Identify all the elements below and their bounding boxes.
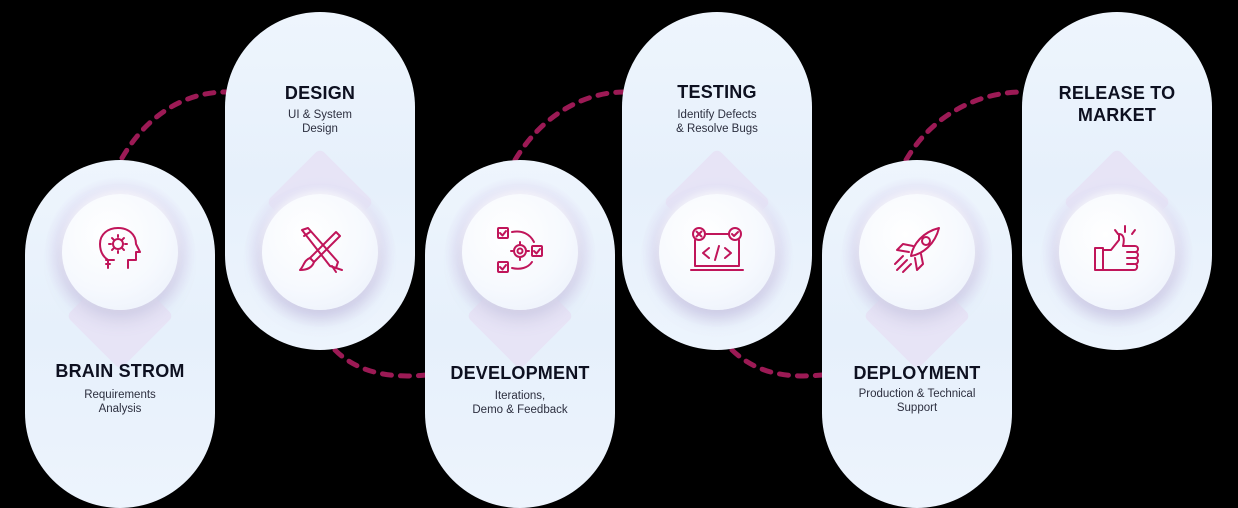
step-release: RELEASE TO MARKET: [1022, 12, 1212, 350]
step-testing: TESTING Identify Defects & Resolve Bugs: [622, 12, 812, 350]
code-window-icon: [687, 222, 747, 283]
icon-disc: [62, 194, 178, 310]
connector-5-6: [903, 89, 1025, 163]
step-subtitle: Iterations, Demo & Feedback: [472, 390, 568, 416]
icon-disc: [659, 194, 775, 310]
icon-disc: [262, 194, 378, 310]
connector-2-3: [332, 347, 429, 379]
pencil-brush-icon: [292, 222, 348, 283]
connector-4-5: [729, 347, 825, 379]
icon-disc: [1059, 194, 1175, 310]
brain-gear-icon: [92, 222, 148, 283]
thumbs-up-icon: [1089, 222, 1145, 283]
step-subtitle: Requirements Analysis: [84, 389, 156, 415]
connector-3-4: [512, 89, 627, 163]
connector-1-2: [119, 89, 229, 161]
icon-disc: [462, 194, 578, 310]
step-subtitle: Production & Technical Support: [858, 388, 976, 414]
step-title: TESTING: [677, 82, 757, 102]
rocket-icon: [889, 222, 945, 283]
step-deployment: DEPLOYMENT Production & Technical Suppor…: [822, 160, 1012, 508]
step-title: BRAIN STROM: [55, 361, 185, 381]
icon-disc: [859, 194, 975, 310]
step-design: DESIGN UI & System Design: [225, 12, 415, 350]
step-subtitle: UI & System Design: [288, 109, 352, 135]
step-subtitle: Identify Defects & Resolve Bugs: [676, 109, 758, 135]
step-title: RELEASE TO MARKET: [1058, 83, 1176, 125]
step-brainstorm: BRAIN STROM Requirements Analysis: [25, 160, 215, 508]
step-title: DESIGN: [284, 83, 356, 103]
step-title: DEPLOYMENT: [853, 363, 981, 383]
step-development: DEVELOPMENT Iterations, Demo & Feedback: [425, 160, 615, 508]
step-title: DEVELOPMENT: [450, 363, 590, 383]
workflow-gear-icon: [492, 222, 548, 283]
